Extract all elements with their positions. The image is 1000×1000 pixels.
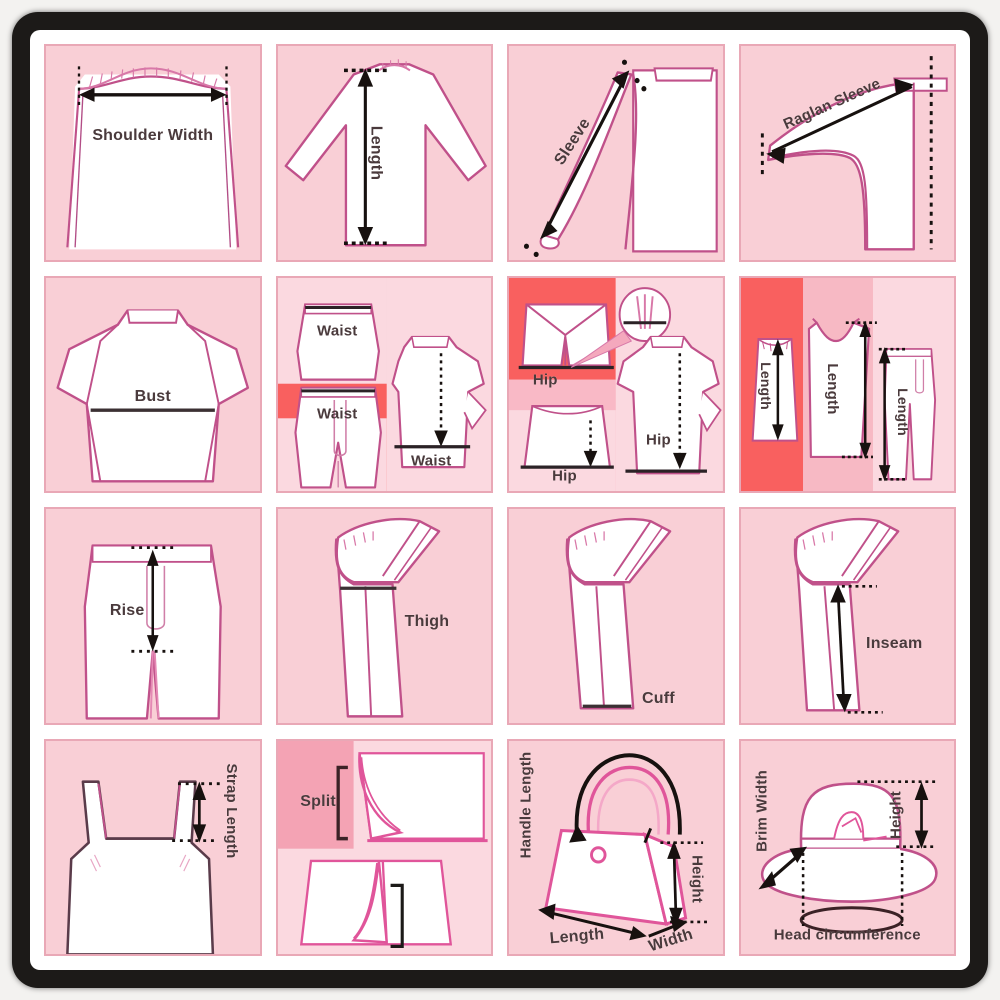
cell-bust[interactable]: Bust xyxy=(44,275,262,493)
cell-hat[interactable]: Brim Width Height Head circumference xyxy=(738,738,956,956)
hat-diagram xyxy=(757,779,938,934)
cell-inseam[interactable]: Inseam xyxy=(738,507,956,725)
cell-split[interactable]: Split xyxy=(275,738,493,956)
cell-sleeve[interactable]: Sleeve xyxy=(507,44,725,262)
cell-length-top[interactable]: Length xyxy=(275,44,493,262)
poster-sheet: Shoulder Width xyxy=(30,30,970,970)
strap-length-diagram xyxy=(66,779,221,954)
cell-cuff[interactable]: Cuff xyxy=(507,507,725,725)
poster-frame: Shoulder Width xyxy=(12,12,988,988)
raglan-sleeve-diagram xyxy=(760,56,948,251)
cell-waist[interactable]: Waist Waist Waist xyxy=(275,275,493,493)
cuff-diagram xyxy=(565,517,672,710)
cell-hip[interactable]: Hip Hip Hip xyxy=(507,275,725,493)
sleeve-diagram xyxy=(523,59,718,258)
inseam-diagram xyxy=(793,517,899,714)
bust-diagram xyxy=(56,308,250,483)
length-trio-diagram xyxy=(740,277,954,491)
rise-diagram xyxy=(83,544,222,720)
cell-handbag[interactable]: Handle Length Height Length Width xyxy=(507,738,725,956)
cell-shoulder-width[interactable]: Shoulder Width xyxy=(44,44,262,262)
measurement-grid: Shoulder Width xyxy=(44,44,956,956)
shoulder-width-diagram xyxy=(66,66,240,250)
cell-rise[interactable]: Rise xyxy=(44,507,262,725)
split-diagram xyxy=(277,740,491,954)
cell-raglan-sleeve[interactable]: Raglan Sleeve xyxy=(738,44,956,262)
cell-strap-length[interactable]: Strap Length xyxy=(44,738,262,956)
hip-diagram xyxy=(509,277,723,491)
cell-length-trio[interactable]: Length Length Length xyxy=(738,275,956,493)
length-top-diagram xyxy=(284,59,487,247)
thigh-diagram xyxy=(334,517,440,718)
waist-diagram xyxy=(277,277,491,491)
handbag-diagram xyxy=(538,752,709,940)
cell-thigh[interactable]: Thigh xyxy=(275,507,493,725)
